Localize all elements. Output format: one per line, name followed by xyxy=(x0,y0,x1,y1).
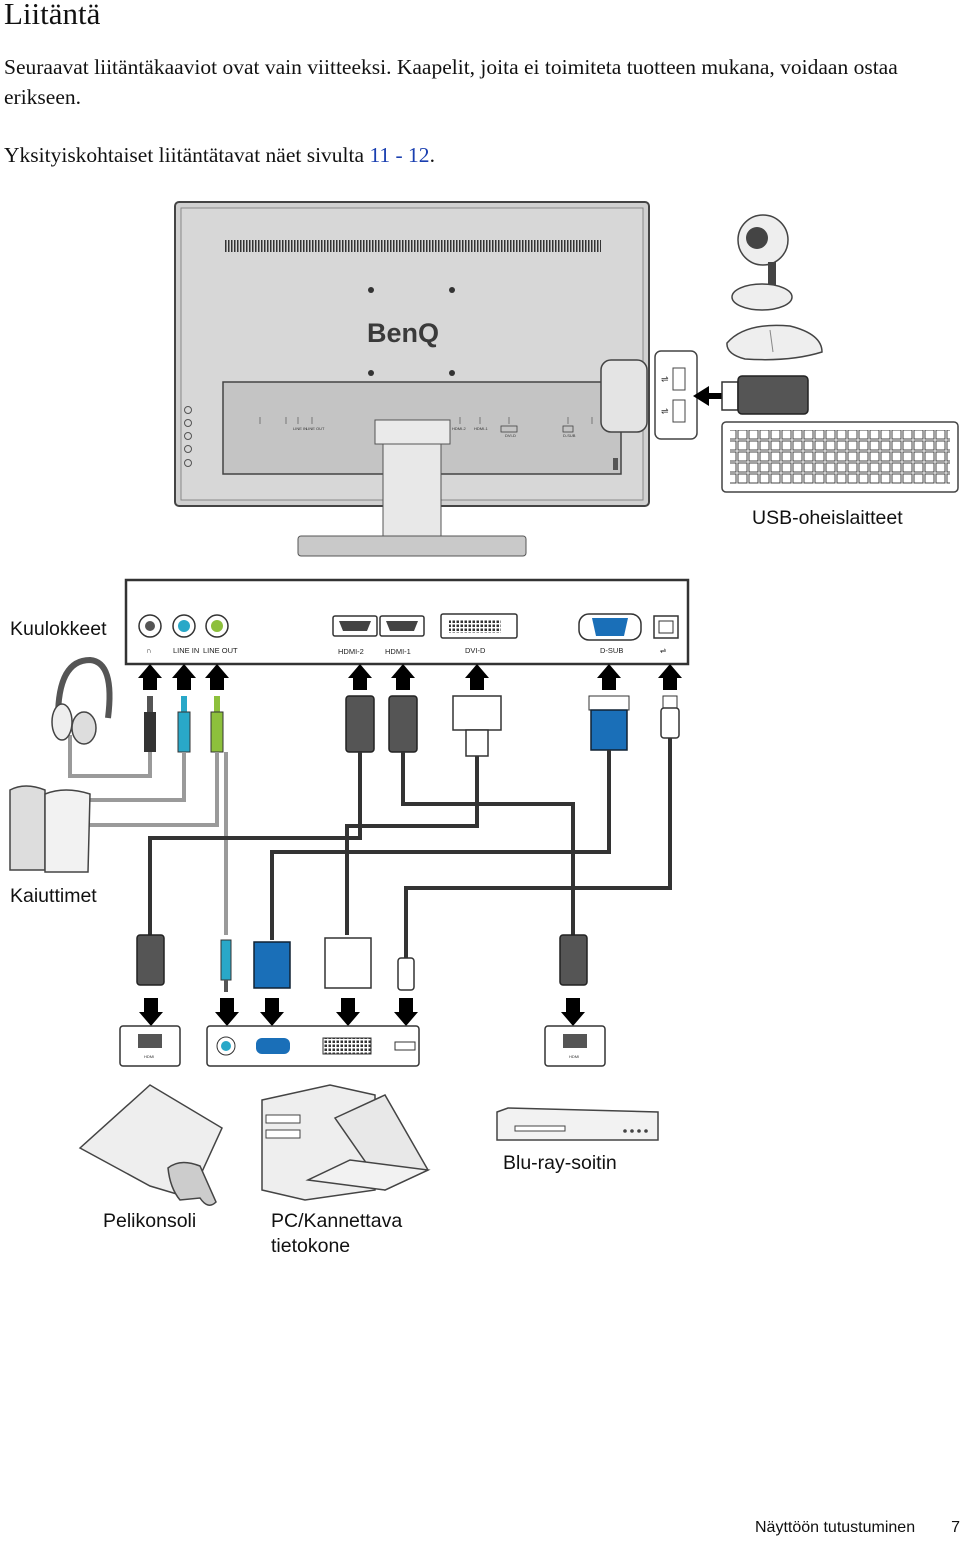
dvi-plug-pc xyxy=(324,937,372,989)
label-headphones: Kuulokkeet xyxy=(10,618,107,640)
label-speakers: Kaiuttimet xyxy=(10,885,97,907)
usb-plug-top xyxy=(660,695,680,739)
footer-section: Näyttöön tutustuminen xyxy=(755,1519,916,1536)
label-usb-peripherals: USB-oheislaitteet xyxy=(752,507,903,529)
details-suffix: . xyxy=(429,143,435,167)
console-hdmi-label: HDMI xyxy=(144,1054,154,1059)
game-console-icon xyxy=(78,1084,223,1206)
details-paragraph: Yksityiskohtaiset liitäntätavat näet siv… xyxy=(4,140,435,170)
rear-hdmi2-label: HDMI-2 xyxy=(452,426,467,431)
keyboard-icon xyxy=(721,421,959,493)
label-bluray: Blu-ray-soitin xyxy=(503,1152,617,1174)
laptop-icon xyxy=(305,1094,431,1191)
vent-grille xyxy=(225,240,601,252)
hdmi2-port-label: HDMI-2 xyxy=(338,647,364,656)
bluray-hdmi-port: HDMI xyxy=(544,1025,606,1067)
audio-plugs xyxy=(144,696,224,753)
dvi-plug-top xyxy=(452,695,502,757)
bluray-player-icon xyxy=(496,1107,659,1141)
audio-plug-pc xyxy=(220,939,232,992)
pc-port-panel xyxy=(206,1025,420,1067)
rear-line-out-label: LINE OUT xyxy=(306,426,325,431)
usb-flash-drive-icon xyxy=(721,375,809,415)
headphones-icon xyxy=(51,656,113,745)
usb-port-label: ⇌ xyxy=(660,646,667,655)
connector-panel: ∩ LINE IN LINE OUT HDMI-2 HDMI-1 DVI-D D… xyxy=(124,578,690,666)
rear-hdmi1-label: HDMI-1 xyxy=(474,426,489,431)
usb-side-ports: ⇌ ⇌ xyxy=(654,350,698,440)
rear-line-in-label: LINE IN xyxy=(293,426,307,431)
up-arrows xyxy=(138,664,682,690)
connection-diagram: BenQ LINE IN LINE OUT HDMI-2 HDMI-1 DVI-… xyxy=(9,201,959,1206)
usb-plug-pc xyxy=(397,957,415,991)
headphone-port-label: ∩ xyxy=(146,646,151,655)
page-footer: Näyttöön tutustuminen 7 xyxy=(755,1519,960,1537)
rear-dvi-label: DVI-D xyxy=(505,433,516,438)
svg-text:⇌: ⇌ xyxy=(661,375,669,385)
console-hdmi-port: HDMI xyxy=(119,1025,181,1067)
down-arrows xyxy=(139,998,585,1026)
vga-plug-top xyxy=(588,695,630,751)
page-number: 7 xyxy=(951,1519,960,1536)
label-pc-line1: PC/Kannettava xyxy=(271,1210,403,1232)
speakers-icon xyxy=(9,785,91,873)
intro-paragraph: Seuraavat liitäntäkaaviot ovat vain viit… xyxy=(4,55,898,109)
rear-dsub-label: D-SUB xyxy=(563,433,576,438)
hdmi-plug-bluray xyxy=(559,934,588,986)
dvi-port-label: DVI-D xyxy=(465,646,486,655)
cables xyxy=(68,735,672,958)
dsub-port-label: D-SUB xyxy=(600,646,623,655)
details-text: Yksityiskohtaiset liitäntätavat näet siv… xyxy=(4,143,370,167)
brand-logo: BenQ xyxy=(367,318,439,348)
line-out-port-label: LINE OUT xyxy=(203,646,238,655)
monitor-rear-view: BenQ LINE IN LINE OUT HDMI-2 HDMI-1 DVI-… xyxy=(174,201,650,557)
svg-text:⇌: ⇌ xyxy=(661,407,669,417)
webcam-icon xyxy=(731,214,793,311)
bluray-hdmi-label: HDMI xyxy=(569,1054,579,1059)
label-game-console: Pelikonsoli xyxy=(103,1210,197,1232)
mouse-icon xyxy=(726,324,823,361)
label-pc-line2: tietokone xyxy=(271,1235,351,1257)
vga-plug-pc xyxy=(253,941,291,989)
page-title: Liitäntä xyxy=(4,0,101,31)
line-in-port-label: LINE IN xyxy=(173,646,199,655)
hdmi1-port-label: HDMI-1 xyxy=(385,647,411,656)
page-reference-link[interactable]: 11 - 12 xyxy=(369,143,430,167)
hdmi-plugs-top xyxy=(345,695,418,753)
hdmi-plug-console xyxy=(136,934,165,986)
